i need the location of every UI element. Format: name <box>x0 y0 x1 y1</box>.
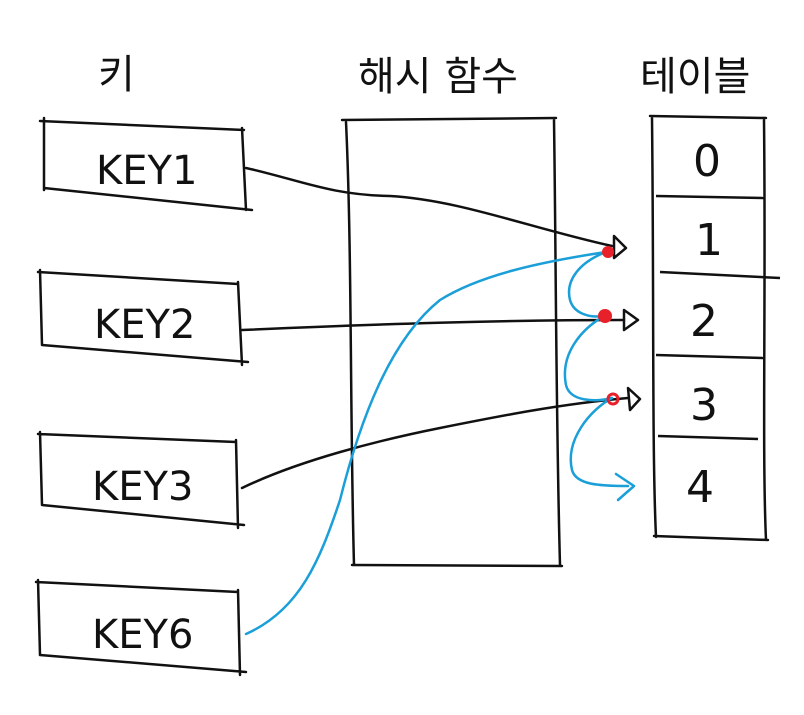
keys-header: 키 <box>98 52 135 98</box>
hash-table: 0 1 2 3 4 <box>648 114 781 542</box>
slot-label-3: 3 <box>690 380 718 431</box>
probe-arrow-key6 <box>244 250 636 636</box>
table-divider <box>655 353 765 360</box>
table-divider <box>659 270 781 280</box>
key-label: KEY6 <box>92 612 193 658</box>
table-header: 테이블 <box>640 54 750 100</box>
hash-function-box <box>340 116 564 568</box>
collision-dot <box>598 309 612 323</box>
slot-label-0: 0 <box>693 136 721 187</box>
key-box-6: KEY6 <box>34 578 248 677</box>
key-box-3: KEY3 <box>36 430 246 530</box>
mapping-arrow-key3 <box>240 386 642 490</box>
key-box-1: KEY1 <box>38 116 254 212</box>
table-divider <box>655 194 765 200</box>
collision-dot <box>606 392 620 406</box>
collision-dot <box>602 246 614 258</box>
mapping-arrow-key1 <box>244 166 628 260</box>
key-box-2: KEY2 <box>36 268 250 367</box>
key-label: KEY3 <box>92 464 193 510</box>
hash-function-header: 해시 함수 <box>358 54 518 100</box>
slot-label-4: 4 <box>686 462 714 513</box>
slot-label-1: 1 <box>695 215 723 266</box>
slot-label-2: 2 <box>690 296 718 347</box>
key-label: KEY1 <box>96 148 197 194</box>
table-divider <box>657 434 759 441</box>
key-label: KEY2 <box>94 302 195 348</box>
mapping-arrow-key2 <box>240 308 640 332</box>
